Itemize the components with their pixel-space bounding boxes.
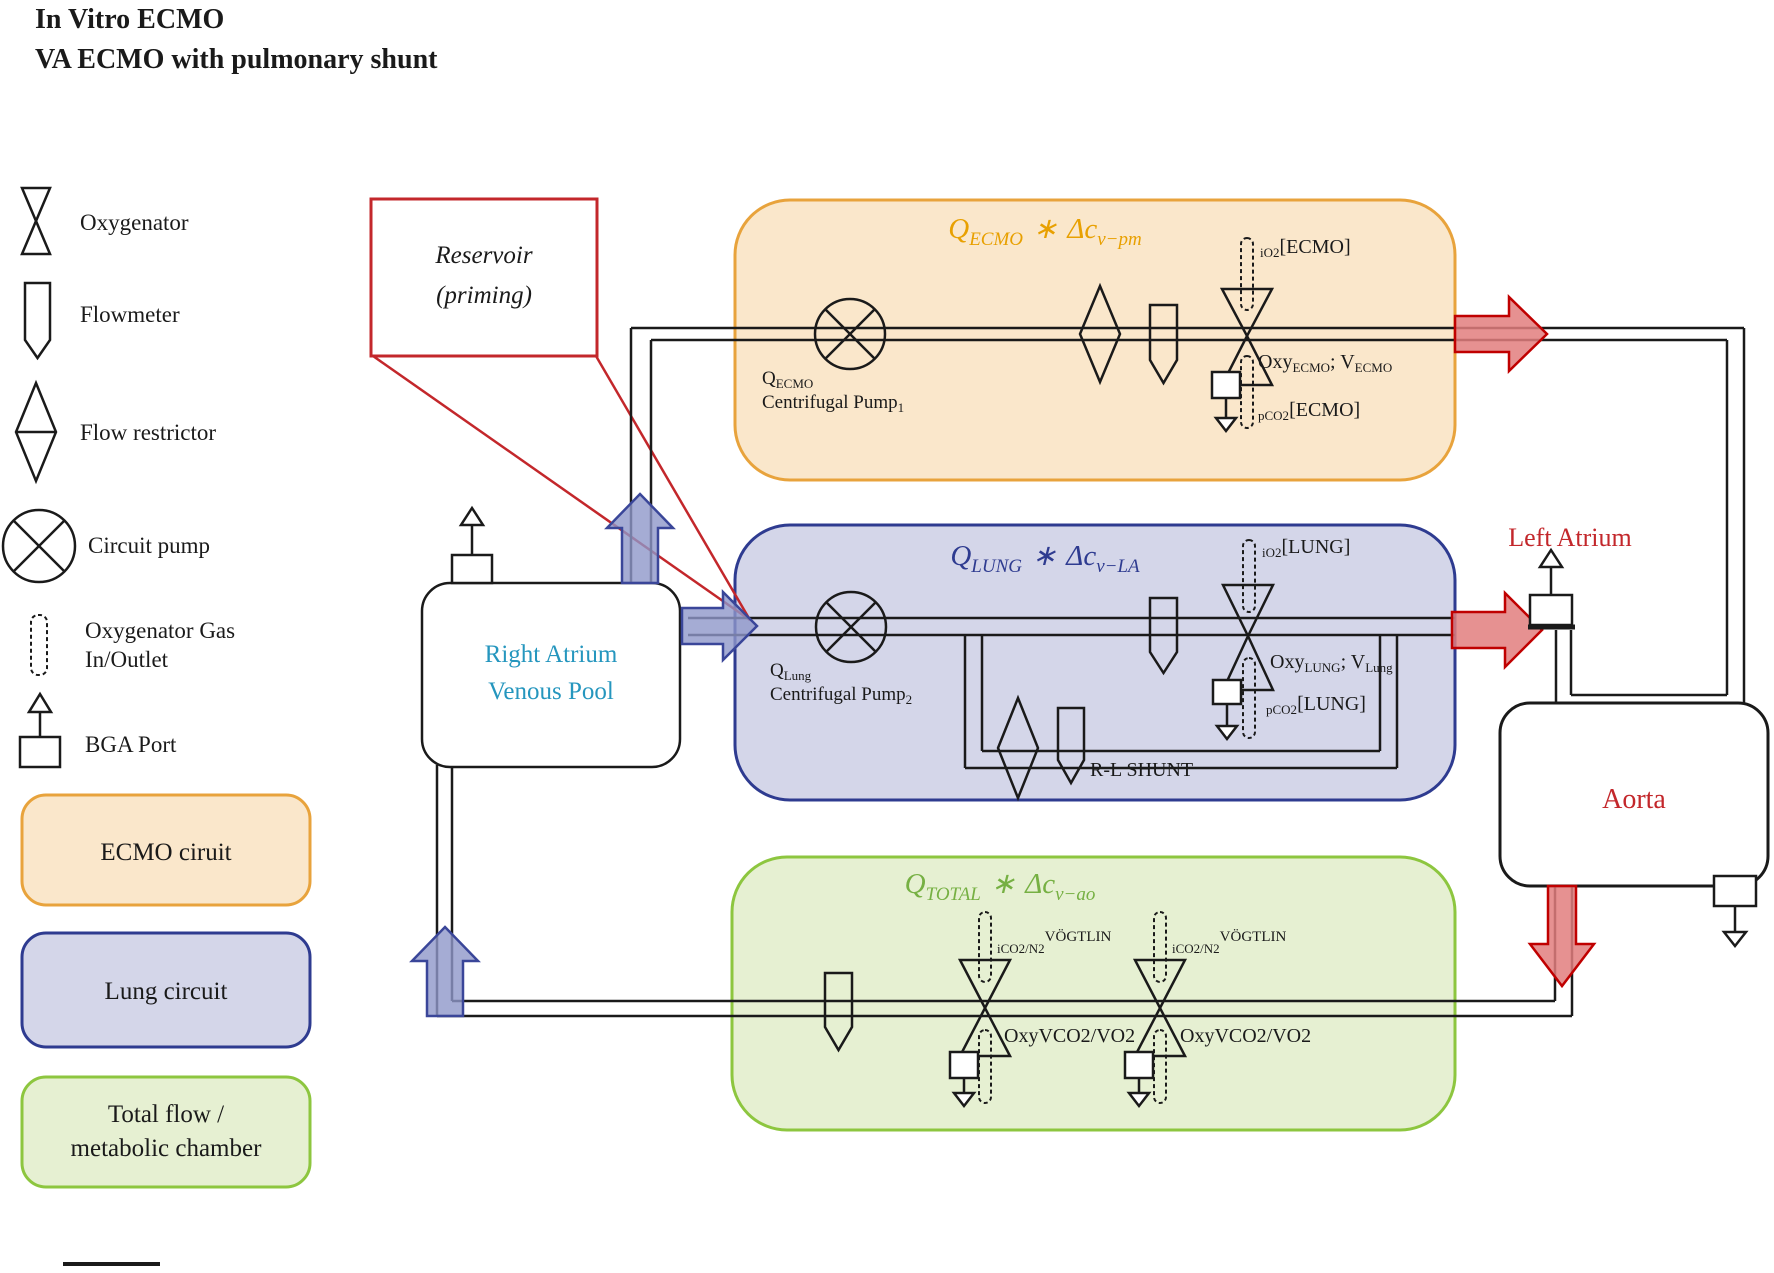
- flow-arrow-pool-to-lung: [680, 588, 759, 664]
- lung-io2-label: iO2[LUNG]: [1262, 536, 1350, 560]
- shunt-flow-restrictor-icon: [996, 694, 1040, 802]
- legend-oxygenator-label: Oxygenator: [80, 210, 189, 235]
- lung-pump-flow-label: QLung: [770, 660, 812, 683]
- ecmo-box-title: QECMO∗Δcv−pm: [948, 213, 1141, 250]
- aorta-region: Aorta: [1498, 701, 1770, 949]
- ecmo-io2-label: iO2[ECMO]: [1260, 236, 1351, 260]
- ecmo-flow-restrictor-icon: [1078, 282, 1122, 386]
- total-oxy2-gas-label: iCO2/N2VÖGTLIN: [1172, 928, 1286, 956]
- legend-lung-circuit-label: Lung circuit: [105, 978, 228, 1005]
- aorta-box: [1498, 701, 1770, 888]
- reservoir-label-line1: Reservoir: [434, 242, 532, 269]
- ecmo-pump-name-label: Centrifugal Pump1: [762, 392, 904, 415]
- page-title-line1: In Vitro ECMO: [35, 4, 224, 35]
- legend-ecmo-circuit-swatch: [20, 793, 312, 907]
- total-oxy1-gas-inlet-icon: [978, 911, 992, 983]
- flow-arrow-return-to-pool: [409, 925, 481, 1018]
- flow-arrow-aorta-down: [1527, 884, 1597, 989]
- lung-pco2-label: pCO2[LUNG]: [1266, 693, 1366, 717]
- flow-arrow-ecmo-out: [1453, 294, 1549, 374]
- oxygenator-icon: [20, 186, 52, 256]
- gas-inoutlet-icon: [30, 614, 48, 676]
- lung-gas-outlet-icon: [1242, 657, 1256, 739]
- lung-circuit-box: [733, 523, 1457, 802]
- ecmo-gas-inlet-icon: [1240, 237, 1254, 311]
- legend-bga-label: BGA Port: [85, 732, 177, 757]
- total-oxy1-label: OxyVCO2/VO2: [1004, 1025, 1135, 1047]
- total-flow-content: QTOTAL∗Δcv−ao iCO2/N2VÖGTLIN OxyVCO2/VO2: [823, 868, 1311, 1109]
- legend-flowmeter-label: Flowmeter: [80, 302, 180, 327]
- right-atrium-label-line2: Venous Pool: [488, 678, 614, 705]
- page-title: In Vitro ECMO VA ECMO with pulmonary shu…: [35, 4, 438, 75]
- total-flowmeter-icon: [823, 971, 854, 1053]
- legend-ecmo-circuit-label: ECMO ciruit: [100, 839, 231, 866]
- bga-port-icon: [18, 691, 62, 769]
- flow-arrow-lung-to-la: [1450, 589, 1544, 671]
- lung-pump-icon: [814, 590, 888, 664]
- circuit-pump-icon: [1, 508, 77, 584]
- lung-oxygenator-icon: [1220, 583, 1276, 692]
- flow-restrictor-icon: [14, 379, 58, 485]
- ecmo-flowmeter-icon: [1148, 303, 1179, 386]
- lung-box-title: QLUNG∗Δcv−LA: [950, 540, 1140, 577]
- legend-total-flow-label-line2: metabolic chamber: [71, 1135, 263, 1162]
- legend-total-flow-swatch: [20, 1075, 312, 1189]
- lung-pump-name-label: Centrifugal Pump2: [770, 684, 912, 707]
- right-atrium-bga-port-icon: [450, 505, 494, 585]
- lung-bga-port-icon: [1211, 678, 1243, 742]
- ecmo-oxy-label: OxyECMO; VECMO: [1258, 351, 1392, 375]
- right-atrium-pool: Right Atrium Venous Pool: [420, 505, 682, 769]
- total-flow-box: [730, 855, 1457, 1132]
- lung-oxy-label: OxyLUNG; VLung: [1270, 651, 1393, 675]
- lung-circuit-content: QLUNG∗Δcv−LA QLung Centrifugal Pump2 iO2…: [770, 536, 1393, 802]
- ecmo-bga-port-icon: [1210, 370, 1242, 434]
- ecmo-pump-flow-label: QECMO: [762, 368, 813, 391]
- aorta-label: Aorta: [1602, 784, 1666, 815]
- total-box-title: QTOTAL∗Δcv−ao: [905, 868, 1096, 905]
- flow-arrow-pool-to-ecmo: [604, 492, 676, 585]
- legend: Oxygenator Flowmeter Flow restrictor Cir…: [1, 186, 312, 1266]
- flowmeter-icon: [23, 281, 52, 361]
- total-oxy2-label: OxyVCO2/VO2: [1180, 1025, 1311, 1047]
- legend-total-flow-label-line1: Total flow /: [108, 1101, 224, 1128]
- right-atrium-box: [420, 581, 682, 769]
- legend-gas-label-line1: Oxygenator Gas: [85, 618, 235, 643]
- ecmo-pco2-label: pCO2[ECMO]: [1258, 399, 1360, 423]
- reservoir-label-line2: (priming): [436, 282, 532, 309]
- ecmo-oxygenator-icon: [1219, 287, 1275, 387]
- total-oxygenator1-icon: [957, 958, 1013, 1058]
- aorta-bga-port-icon: [1712, 874, 1758, 949]
- reservoir-box: [369, 197, 599, 358]
- reservoir-callout: Reservoir (priming): [369, 197, 752, 622]
- right-atrium-label-line1: Right Atrium: [485, 641, 618, 668]
- reservoir-pointer-line-1: [372, 354, 751, 622]
- legend-lung-circuit-swatch: [20, 931, 312, 1049]
- page-title-line2: VA ECMO with pulmonary shunt: [35, 44, 438, 75]
- ecmo-pump-icon: [813, 297, 887, 371]
- total-oxy1-bga-port-icon: [948, 1050, 980, 1109]
- left-atrium-region: Left Atrium: [1508, 523, 1632, 630]
- shunt-flowmeter-icon: [1056, 706, 1086, 786]
- left-atrium-bga-port-icon: [1528, 547, 1575, 630]
- ecmo-circuit-content: QECMO∗Δcv−pm QECMO Centrifugal Pump1: [762, 213, 1392, 434]
- lung-flowmeter-icon: [1148, 596, 1179, 676]
- legend-circuit-pump-label: Circuit pump: [88, 533, 210, 558]
- left-atrium-label: Left Atrium: [1508, 523, 1631, 552]
- reservoir-pointer-line-2: [594, 355, 752, 621]
- total-oxy2-gas-inlet-icon: [1153, 911, 1167, 983]
- lung-gas-inlet-icon: [1242, 539, 1256, 613]
- total-oxy1-gas-label: iCO2/N2VÖGTLIN: [997, 928, 1111, 956]
- flow-arrows: [409, 294, 1597, 1018]
- total-oxy2-bga-port-icon: [1123, 1050, 1155, 1109]
- shunt-label: R-L SHUNT: [1090, 759, 1193, 781]
- total-oxygenator2-icon: [1132, 958, 1188, 1058]
- legend-flow-restrictor-label: Flow restrictor: [80, 420, 216, 445]
- legend-gas-label-line2: In/Outlet: [85, 647, 169, 672]
- ecmo-gas-outlet-icon: [1240, 355, 1254, 429]
